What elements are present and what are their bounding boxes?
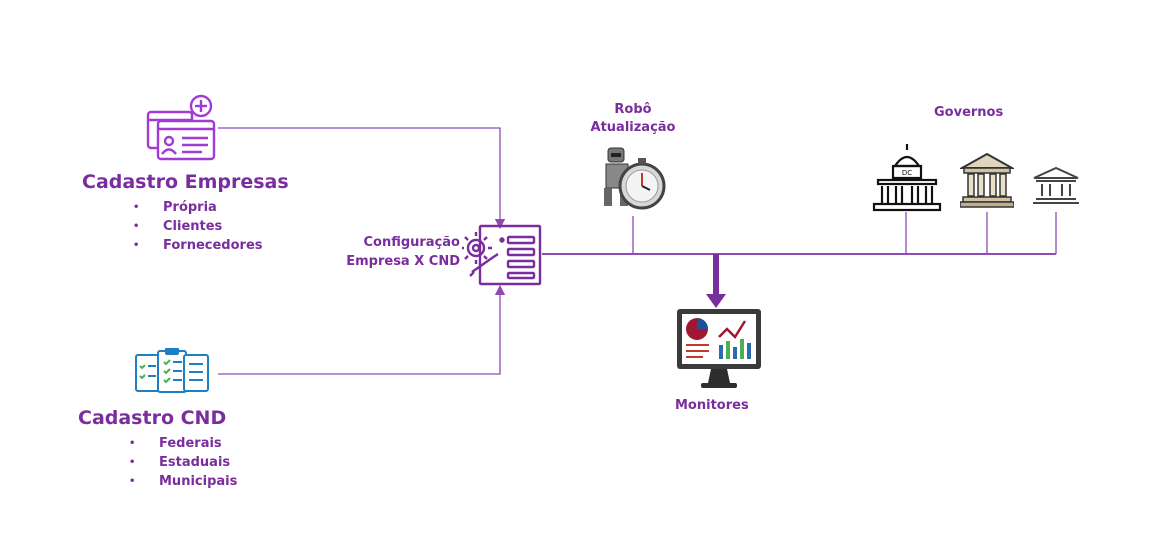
connector-monitores-head [706,294,726,308]
list-item: Fornecedores [133,236,263,255]
robo-line1: Robô [614,102,652,117]
list-item: Própria [133,198,263,217]
cadastro-empresas-title: Cadastro Empresas [82,171,289,193]
capitol-building-icon: DC [872,142,942,216]
robot-stopwatch-icon [602,146,666,218]
configuracao-line1: Configuração [363,235,460,250]
governos-title: Governos [934,105,1004,120]
list-item: Municipais [129,472,237,491]
connector-empresas-config [218,127,506,230]
courthouse-icon [958,152,1016,212]
connector-cnd-config [218,284,506,375]
clipboard-list-icon [134,347,210,398]
list-item: Clientes [133,217,263,236]
configuracao-line2: Empresa X CND [346,254,460,269]
robo-label: Robô Atualização [573,101,693,137]
bank-icon [1032,166,1080,210]
cadastro-cnd-title: Cadastro CND [78,407,227,429]
list-item: Federais [129,434,237,453]
robo-line2: Atualização [590,120,676,135]
cadastro-empresas-list: Própria Clientes Fornecedores [133,198,263,255]
svg-text:DC: DC [902,169,912,177]
monitor-dashboard-icon [675,307,763,395]
settings-gear-icon [460,224,542,290]
list-item: Estaduais [129,453,237,472]
configuracao-label: Configuração Empresa X CND [330,233,460,271]
cadastro-empresas-icon [146,94,218,168]
cadastro-cnd-list: Federais Estaduais Municipais [129,434,237,491]
monitores-title: Monitores [675,398,749,413]
